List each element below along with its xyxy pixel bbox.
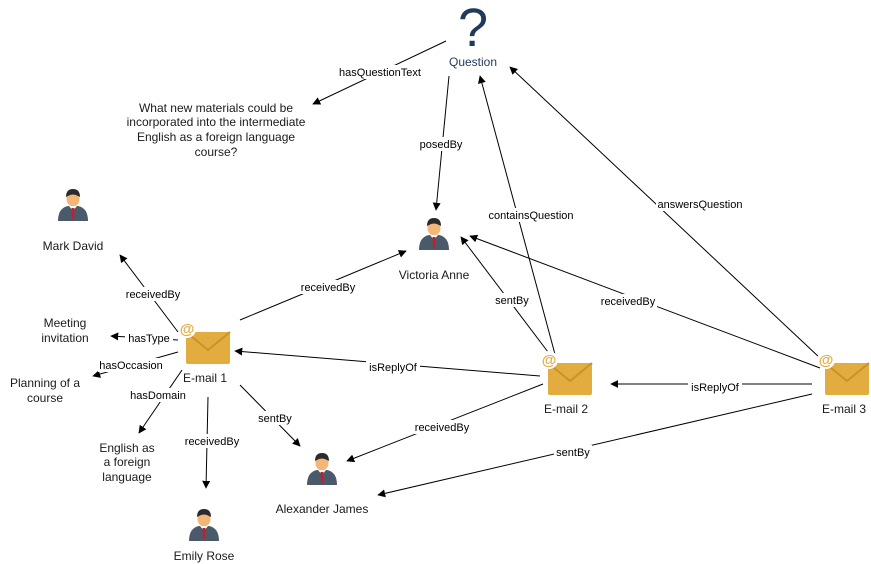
edge-label-receivedby-e2: receivedBy xyxy=(415,422,470,434)
edge-e1-hasoccasion: hasOccasion xyxy=(92,351,179,378)
edge-e2-containsquestion: containsQuestion xyxy=(478,75,575,359)
node-english-foreign-language: English as a foreign language xyxy=(99,441,154,484)
person-icon xyxy=(189,509,219,541)
node-question: ? Question xyxy=(449,0,497,69)
edge-label-hasdomain: hasDomain xyxy=(130,390,186,402)
edge-q-hasquestiontext: hasQuestionText xyxy=(312,40,447,105)
edge-e1-sentby: sentBy xyxy=(239,384,301,447)
edge-e1-hastype: hasType xyxy=(110,331,179,345)
node-email-1: E-mail 1 xyxy=(177,319,231,385)
email-envelope-icon xyxy=(177,319,231,365)
edge-e1-receivedby-emily: receivedBy xyxy=(183,396,241,489)
node-emily-rose: Emily Rose xyxy=(174,509,235,563)
meeting-invitation-line: Meeting xyxy=(44,316,87,330)
question-text-line: incorporated into the intermediate xyxy=(127,115,306,129)
edge-label-answersquestion: answersQuestion xyxy=(658,199,743,211)
edge-q-posedby: posedBy xyxy=(418,75,464,211)
edge-label-containsquestion: containsQuestion xyxy=(489,210,574,222)
planning-course-line: Planning of a xyxy=(10,376,80,390)
edge-label-hasoccasion: hasOccasion xyxy=(99,360,163,372)
edge-label-sentby-e2: sentBy xyxy=(495,295,529,307)
edge-label-posedby: posedBy xyxy=(420,139,463,151)
edge-e2-isreplyof: isReplyOf xyxy=(234,347,541,377)
node-label-emily-rose: Emily Rose xyxy=(174,549,235,563)
node-mark-david: Mark David xyxy=(43,189,104,253)
edge-e3-sentby: sentBy xyxy=(377,393,813,498)
question-text-line: course? xyxy=(195,145,238,159)
edge-label-receivedby-e3: receivedBy xyxy=(601,296,656,308)
edge-e1-hasdomain: hasDomain xyxy=(128,369,188,434)
edge-e2-sentby: sentBy xyxy=(460,236,549,353)
edge-e2-receivedby: receivedBy xyxy=(346,383,544,463)
node-label-email-3: E-mail 3 xyxy=(822,402,866,416)
node-email-3: E-mail 3 xyxy=(816,350,870,416)
question-text-line: English as a foreign language xyxy=(137,130,295,144)
english-domain-line: language xyxy=(102,470,152,484)
node-question-text: What new materials could be incorporated… xyxy=(127,101,306,159)
email-envelope-icon xyxy=(539,350,593,396)
edge-label-receivedby-emily: receivedBy xyxy=(185,436,240,448)
node-alexander-james: Alexander James xyxy=(276,453,369,516)
edge-e1-receivedby-mark: receivedBy xyxy=(119,254,182,333)
edge-label-isreplyof-e3: isReplyOf xyxy=(691,382,740,394)
edge-label-hasquestiontext: hasQuestionText xyxy=(339,67,421,79)
english-domain-line: a foreign xyxy=(104,455,151,469)
edge-e3-answersquestion: answersQuestion xyxy=(509,66,821,359)
planning-course-line: course xyxy=(27,391,63,405)
edge-label-sentby-e3: sentBy xyxy=(556,447,590,459)
edge-e3-isreplyof: isReplyOf xyxy=(610,380,812,394)
edges: hasQuestionText posedBy containsQuestion… xyxy=(92,40,821,498)
edge-e1-receivedby-victoria: receivedBy xyxy=(239,250,407,321)
email-envelope-icon xyxy=(816,350,870,396)
node-label-question: Question xyxy=(449,55,497,69)
node-email-2: E-mail 2 xyxy=(539,350,593,416)
node-label-victoria-anne: Victoria Anne xyxy=(399,268,470,282)
edge-label-receivedby-mark: receivedBy xyxy=(126,289,181,301)
question-text-line: What new materials could be xyxy=(139,101,293,115)
person-icon xyxy=(307,453,337,485)
person-icon xyxy=(58,189,88,221)
node-meeting-invitation: Meeting invitation xyxy=(41,316,88,345)
node-label-email-2: E-mail 2 xyxy=(544,402,588,416)
node-label-email-1: E-mail 1 xyxy=(183,371,227,385)
edge-label-hastype: hasType xyxy=(128,333,170,345)
question-mark-icon: ? xyxy=(458,0,488,58)
edge-label-isreplyof-e2: isReplyOf xyxy=(369,362,418,374)
edge-label-receivedby-victoria: receivedBy xyxy=(301,282,356,294)
edge-e3-receivedby: receivedBy xyxy=(469,234,821,369)
edge-label-sentby-e1: sentBy xyxy=(258,413,292,425)
person-icon xyxy=(419,218,449,250)
node-label-mark-david: Mark David xyxy=(43,239,104,253)
node-label-alexander-james: Alexander James xyxy=(276,502,369,516)
english-domain-line: English as xyxy=(99,441,154,455)
meeting-invitation-line: invitation xyxy=(41,331,88,345)
node-victoria-anne: Victoria Anne xyxy=(399,218,470,282)
node-planning-of-a-course: Planning of a course xyxy=(10,376,80,405)
